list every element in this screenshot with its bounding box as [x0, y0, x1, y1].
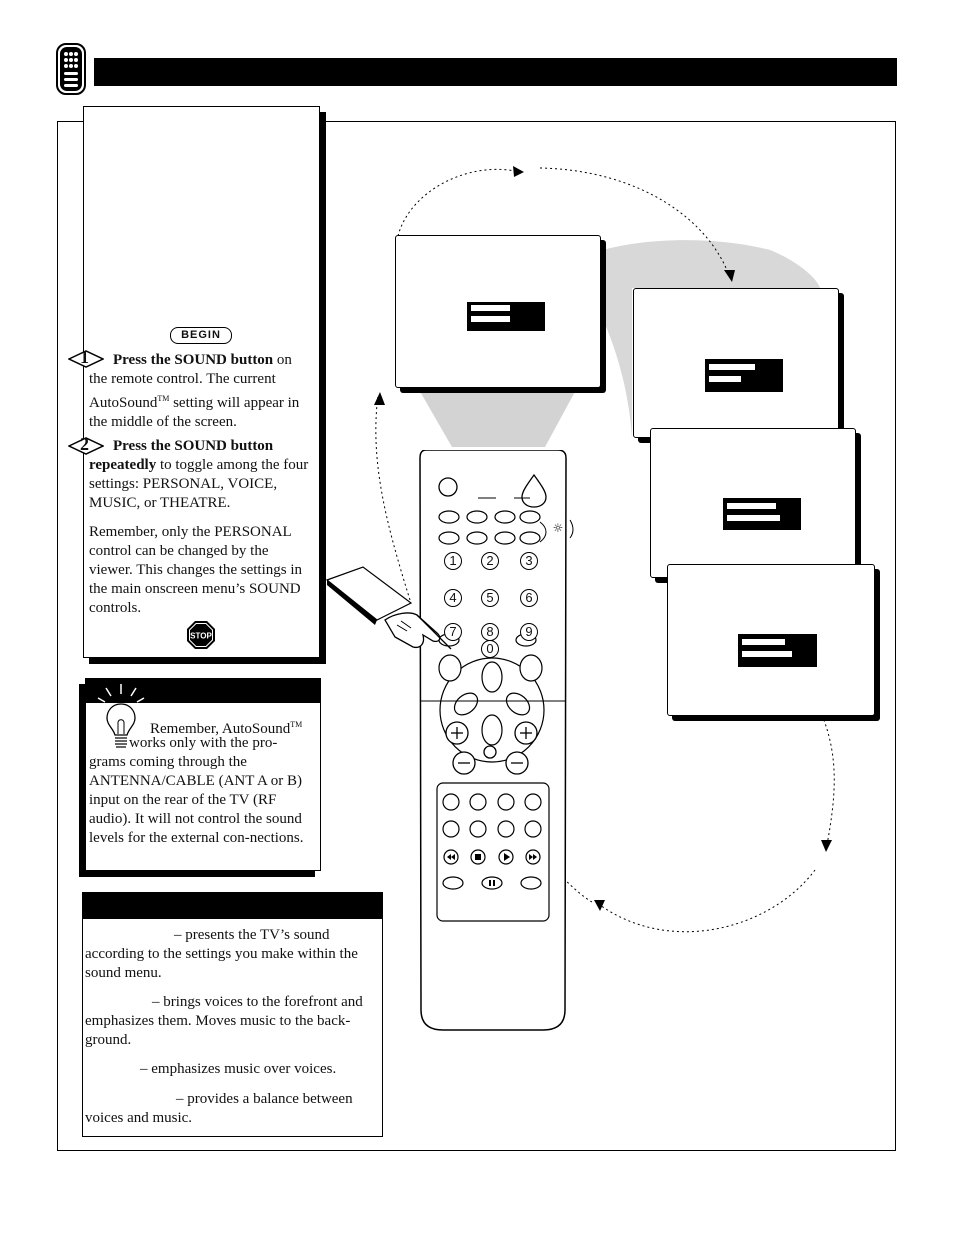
beam-shape	[418, 388, 577, 447]
level-bar-1	[509, 305, 541, 311]
digit-button-7: 7	[444, 623, 462, 641]
step-1-number: 1	[80, 347, 89, 367]
stop-sign-icon: STOP	[186, 620, 216, 650]
tip-line-b: works only with the pro-	[129, 735, 278, 751]
tv-screen-1	[395, 235, 601, 388]
step-1-marker	[68, 350, 104, 368]
tv-screen-3	[650, 428, 856, 578]
arrowhead	[724, 270, 735, 282]
digit-button-2: 2	[481, 552, 499, 570]
step-2-bold-a: Press the SOUND button	[113, 438, 274, 454]
tm-mark: TM	[290, 720, 303, 729]
tv-screen-4	[667, 564, 875, 716]
power-button	[438, 477, 458, 497]
header-bar	[94, 58, 897, 86]
light-bulb-icon	[92, 682, 150, 757]
arc-bottom	[599, 869, 816, 933]
digit-button-6: 6	[520, 589, 538, 607]
step-2-text: Press the SOUND button repeatedly to tog…	[89, 437, 313, 513]
definitions-panel	[82, 892, 383, 1137]
step-2-rest: to toggle among the four settings: PERSO…	[89, 457, 309, 511]
step-1-bold: Press the SOUND button	[113, 352, 274, 368]
level-indicator	[723, 498, 801, 530]
svg-text:☼: ☼	[553, 521, 564, 535]
steps-panel	[83, 106, 320, 658]
step-2-marker	[68, 437, 104, 455]
stop-label: STOP	[190, 632, 212, 641]
tip-header-bar	[86, 679, 321, 703]
content-frame	[57, 121, 896, 1151]
level-bar-2	[740, 376, 779, 382]
level-bar-1	[784, 639, 813, 645]
digit-button-4: 4	[444, 589, 462, 607]
level-bar-2	[791, 651, 813, 657]
remember-note: Remember, only the PERSONAL control can …	[89, 524, 303, 616]
tip-line-a: Remember, AutoSoundTM	[150, 715, 315, 739]
hand-pointer	[325, 565, 455, 660]
arrowhead	[821, 840, 832, 852]
level-bar-2	[779, 515, 797, 521]
step-1-rest-b: setting will appear in the middle of the…	[89, 395, 300, 430]
digit-button-5: 5	[481, 589, 499, 607]
remote-control-icon	[56, 43, 86, 100]
digit-button-1: 1	[444, 552, 462, 570]
digit-button-8: 8	[481, 623, 499, 641]
arrowhead	[513, 166, 524, 177]
digit-button-0: 0	[481, 640, 499, 658]
arc-left	[375, 394, 411, 601]
begin-badge: BEGIN	[170, 327, 232, 344]
arc-top-right	[539, 167, 731, 279]
arc-right	[821, 714, 835, 846]
definitions-header-bar	[82, 892, 383, 919]
digit-pad: 1 2 3 4 5 6 7 8 9 0	[436, 552, 556, 658]
sound-drop-button	[521, 473, 547, 508]
level-indicator	[467, 302, 545, 331]
tv-screen-2	[633, 288, 839, 438]
arrowhead	[594, 900, 605, 911]
arc-top-left	[397, 168, 521, 237]
level-bar-1	[754, 364, 779, 370]
digit-button-9: 9	[520, 623, 538, 641]
definition-music: – emphasizes music over voices.	[140, 1061, 337, 1077]
tip-rest: grams coming through the ANTENNA/CABLE (…	[89, 754, 304, 846]
tm-mark: TM	[157, 394, 170, 403]
definition-personal: – presents the TV’s sound according to t…	[85, 927, 358, 981]
definition-voice: – brings voices to the forefront and emp…	[85, 994, 363, 1048]
step-1-text: Press the SOUND button on the remote con…	[89, 351, 313, 432]
step-2-bold-b: repeatedly	[89, 457, 157, 473]
digit-button-3: 3	[520, 552, 538, 570]
remote-control: ☼	[418, 449, 578, 1040]
definition-theatre: – provides a balance between voices and …	[85, 1091, 353, 1126]
step-1-rest-a: on the remote control. The current AutoS…	[89, 352, 292, 411]
level-bar-2	[509, 316, 541, 322]
level-indicator	[738, 634, 817, 667]
step-2-number: 2	[80, 434, 89, 454]
level-bar-1	[776, 503, 797, 509]
level-indicator	[705, 359, 783, 392]
arrowhead	[374, 392, 385, 405]
tip-line-a-text: Remember, AutoSound	[150, 721, 291, 737]
